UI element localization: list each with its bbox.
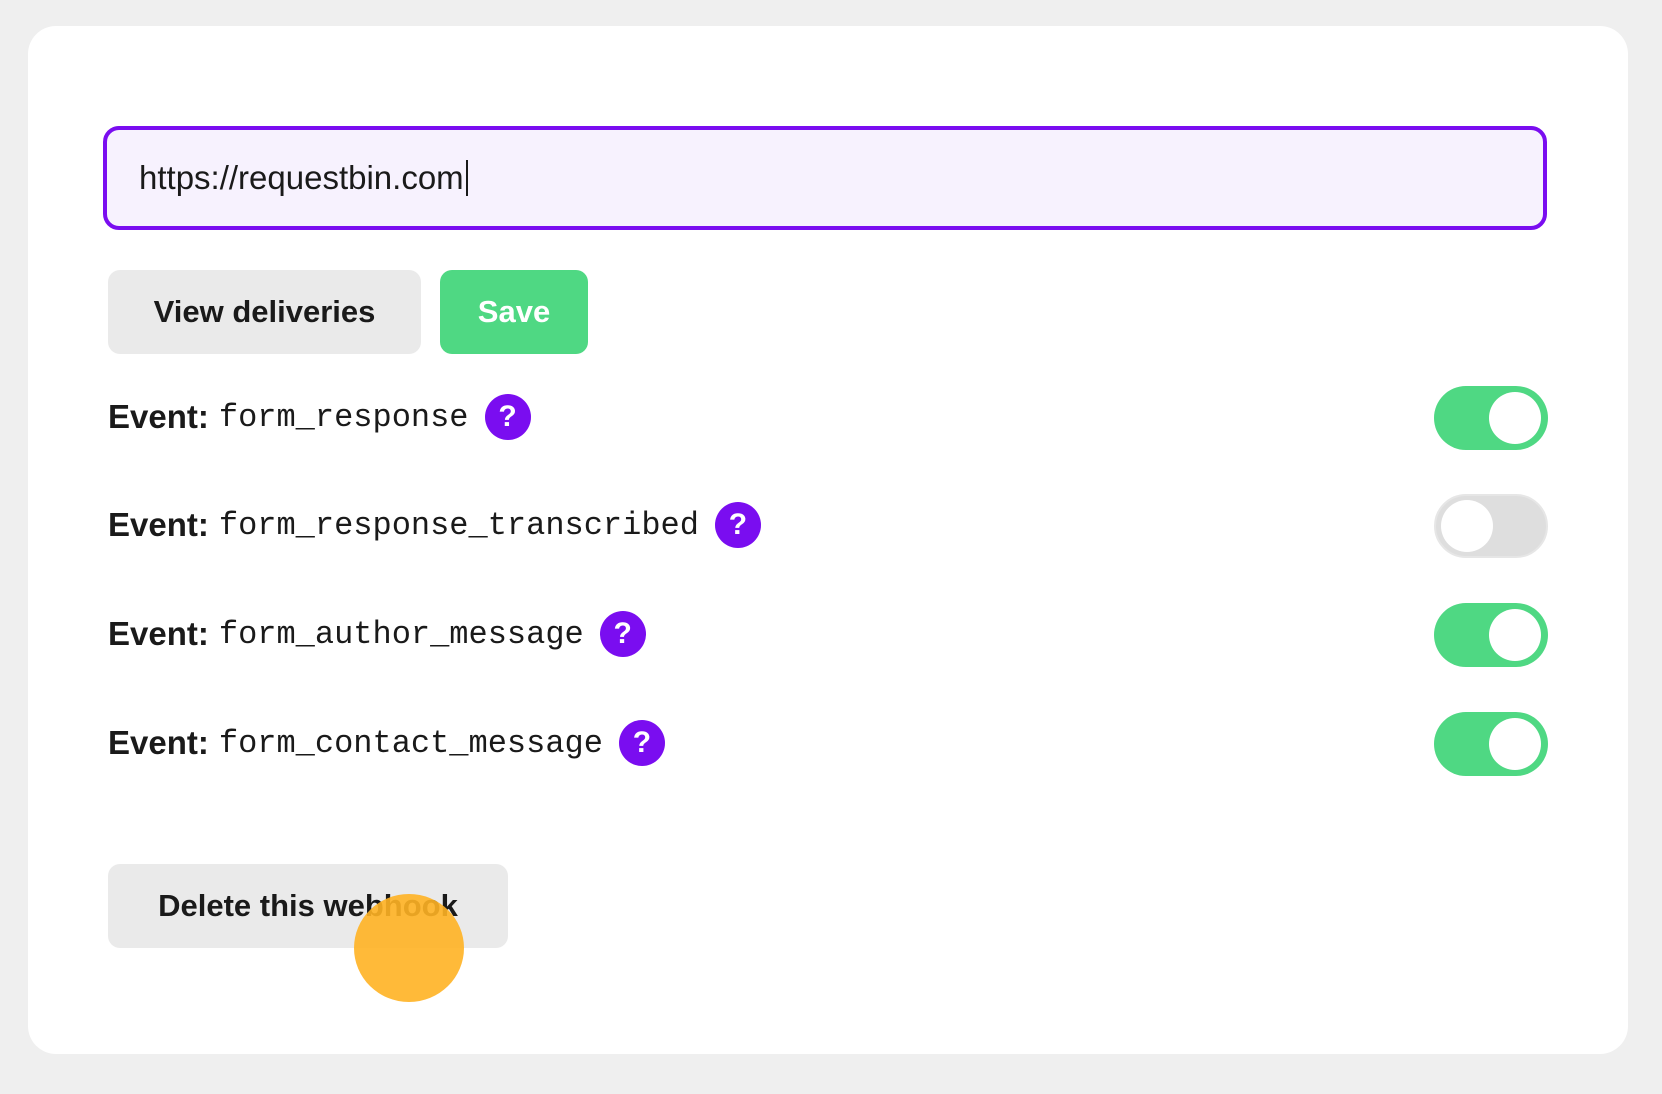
event-label: Event: (108, 724, 209, 761)
toggle-knob (1489, 718, 1541, 770)
event-name: form_response (218, 398, 469, 436)
event-row-form-author-message: Event: form_author_message ? (108, 601, 1548, 667)
question-circle-icon[interactable]: ? (484, 394, 531, 440)
event-label: Event: (108, 615, 209, 652)
webhook-url-value[interactable]: https://requestbin.com (139, 159, 464, 196)
question-circle-icon[interactable]: ? (618, 720, 665, 766)
webhook-card: https://requestbin.com View deliveries S… (28, 26, 1628, 1054)
event-name: form_contact_message (218, 724, 603, 762)
event-name: form_response_transcribed (218, 506, 699, 544)
event-row-form-response: Event: form_response ? (108, 384, 1548, 450)
event-row-form-response-transcribed: Event: form_response_transcribed ? (108, 492, 1548, 558)
event-label: Event: (108, 506, 209, 543)
text-caret (465, 160, 468, 196)
event-toggle-form-response-transcribed[interactable] (1434, 494, 1548, 558)
save-button[interactable]: Save (440, 270, 588, 354)
webhook-url-input[interactable]: https://requestbin.com (103, 126, 1547, 230)
event-toggle-form-author-message[interactable] (1434, 603, 1548, 667)
toggle-knob (1489, 609, 1541, 661)
question-circle-icon[interactable]: ? (714, 502, 761, 548)
toggle-knob (1489, 392, 1541, 444)
event-toggle-form-response[interactable] (1434, 386, 1548, 450)
toggle-knob (1441, 500, 1493, 552)
event-name: form_author_message (218, 615, 584, 653)
event-toggle-form-contact-message[interactable] (1434, 712, 1548, 776)
question-circle-icon[interactable]: ? (599, 611, 646, 657)
delete-webhook-button[interactable]: Delete this webhook (108, 864, 508, 948)
view-deliveries-button[interactable]: View deliveries (108, 270, 421, 354)
event-row-form-contact-message: Event: form_contact_message ? (108, 710, 1548, 776)
event-label: Event: (108, 398, 209, 435)
